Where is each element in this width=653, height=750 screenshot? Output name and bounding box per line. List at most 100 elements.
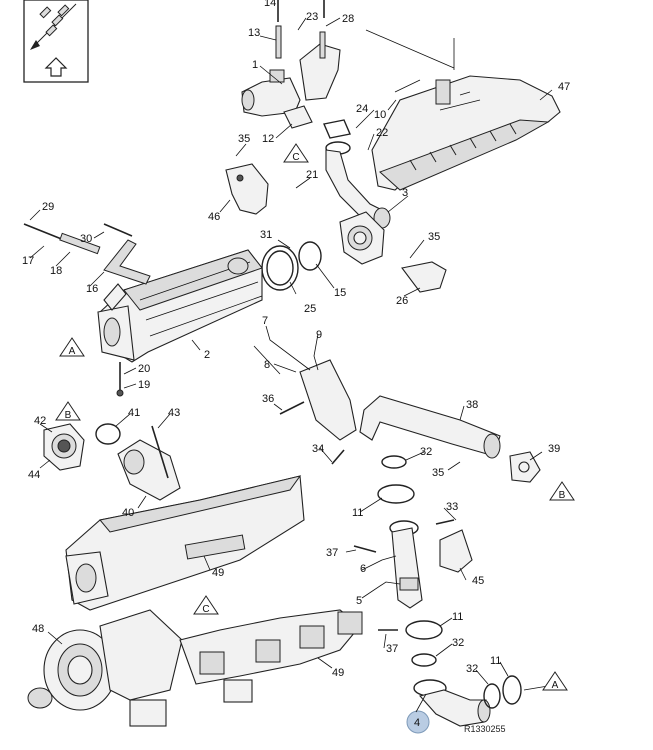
seal-15 (298, 241, 322, 271)
highlight-bubble (406, 710, 430, 734)
bracket-16 (103, 239, 151, 285)
callout-22: 22 (376, 127, 388, 139)
callout-15: 15 (334, 287, 346, 299)
svg-text:C: C (202, 604, 209, 615)
bracket-26 (401, 261, 447, 293)
callout-40: 40 (122, 507, 134, 519)
connection-marker-A-cooler: A (59, 337, 85, 357)
callout-44: 44 (28, 469, 40, 481)
callout-48: 48 (32, 623, 44, 635)
callout-45: 45 (472, 575, 484, 587)
seal-32-upper (381, 455, 407, 469)
callout-28: 28 (342, 13, 354, 25)
pipe-5 (391, 527, 423, 609)
callout-5: 5 (356, 595, 362, 607)
callout-30: 30 (80, 233, 92, 245)
gasket-12 (283, 105, 313, 129)
svg-text:A: A (552, 680, 559, 691)
connection-marker-B-flange: B (549, 481, 575, 501)
seal-32-middle (411, 653, 437, 667)
callout-31: 31 (260, 229, 272, 241)
callout-49-upper: 49 (212, 567, 224, 579)
gasket-24 (323, 119, 351, 139)
callout-32-middle: 32 (452, 637, 464, 649)
leader-lines (29, 17, 553, 713)
callout-14: 14 (264, 0, 276, 9)
clamp-11-middle (405, 620, 443, 640)
egr-valve-actuator (241, 0, 341, 117)
callout-9: 9 (316, 329, 322, 341)
callout-37-lower: 37 (386, 643, 398, 655)
clamp-11-upper (377, 484, 415, 504)
callout-41: 41 (128, 407, 140, 419)
spacer-18 (59, 232, 101, 255)
bracket-plate (299, 359, 357, 441)
callout-32-upper: 32 (420, 446, 432, 458)
exhaust-manifold-cover (65, 475, 305, 611)
svg-text:B: B (65, 410, 72, 421)
callout-35-right: 35 (428, 231, 440, 243)
connection-marker-A-elbow: A (542, 671, 568, 691)
exhaust-manifold (129, 609, 363, 727)
callout-1: 1 (252, 59, 258, 71)
callout-21: 21 (306, 169, 318, 181)
callout-29: 29 (42, 201, 54, 213)
callout-23: 23 (306, 11, 318, 23)
callout-32-lower: 32 (466, 663, 478, 675)
turbocharger (27, 609, 183, 711)
bracket-46 (225, 163, 269, 215)
callout-4-highlighted: 4 (414, 717, 420, 729)
callout-42: 42 (34, 415, 46, 427)
callout-13: 13 (248, 27, 260, 39)
callout-24: 24 (356, 103, 368, 115)
elbow-pipe-4 (413, 679, 491, 727)
connection-marker-C-bottom: C (193, 595, 219, 615)
callout-25: 25 (304, 303, 316, 315)
engine-front-arrow-icon (30, 3, 77, 77)
egr-pipe (325, 149, 391, 229)
callout-16: 16 (86, 283, 98, 295)
gasket-41 (95, 423, 121, 445)
callout-3: 3 (402, 187, 408, 199)
callout-19: 19 (138, 379, 150, 391)
callout-35-lower: 35 (432, 467, 444, 479)
callout-47: 47 (558, 81, 570, 93)
callout-34: 34 (312, 443, 324, 455)
callout-labels: 1 2 3 5 6 7 8 9 10 11 11 11 12 13 14 15 … (22, 0, 570, 729)
callout-36: 36 (262, 393, 274, 405)
callout-35-top: 35 (238, 133, 250, 145)
callout-49-lower: 49 (332, 667, 344, 679)
seal-32-lower (483, 683, 501, 709)
callout-38: 38 (466, 399, 478, 411)
clamp-25 (261, 245, 299, 291)
callout-17: 17 (22, 255, 34, 267)
callout-43: 43 (168, 407, 180, 419)
callout-10: 10 (374, 109, 386, 121)
callout-26: 26 (396, 295, 408, 307)
callout-39: 39 (548, 443, 560, 455)
svg-text:C: C (292, 152, 299, 163)
callout-2: 2 (204, 349, 210, 361)
callout-37-upper: 37 (326, 547, 338, 559)
connection-marker-B-valve: B (55, 401, 81, 421)
callout-11-upper: 11 (352, 507, 363, 519)
callout-8: 8 (264, 359, 270, 371)
clamp-11-lower (502, 675, 522, 705)
callout-11-lower: 11 (490, 655, 501, 667)
svg-text:B: B (559, 490, 566, 501)
callout-7: 7 (262, 315, 268, 327)
callout-46: 46 (208, 211, 220, 223)
bracket-45 (439, 529, 473, 573)
connection-marker-C-top: C (283, 143, 309, 163)
valve-44 (43, 423, 85, 471)
figure-reference-id: R1330255 (464, 724, 506, 734)
callout-20: 20 (138, 363, 150, 375)
svg-text:A: A (69, 346, 76, 357)
callout-18: 18 (50, 265, 62, 277)
pipe-38 (359, 395, 501, 459)
callout-6: 6 (360, 563, 366, 575)
orientation-box (23, 0, 89, 83)
callout-33: 33 (446, 501, 458, 513)
egr-cooler (97, 249, 263, 363)
